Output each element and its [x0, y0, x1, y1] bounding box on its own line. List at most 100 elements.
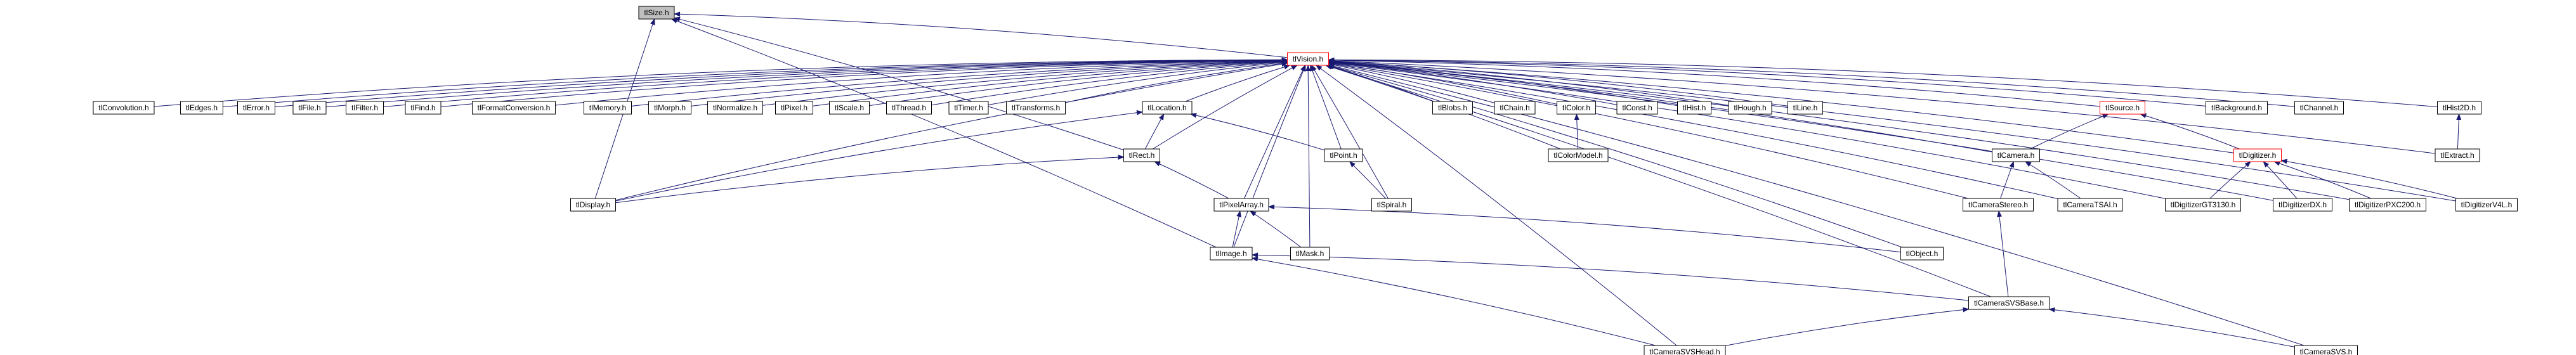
edge-mask-to-vision — [1305, 65, 1311, 248]
node-label-pixel: tlPixel.h — [781, 103, 807, 112]
edge-digitizerdx-to-vision — [1328, 60, 2273, 201]
node-hist2d[interactable]: tlHist2D.h — [2437, 101, 2481, 115]
node-camerasvshead[interactable]: tlCameraSVSHead.h — [1644, 345, 1726, 355]
node-camerasvs[interactable]: tlCameraSVS.h — [2294, 345, 2358, 355]
node-box-location — [1142, 101, 1193, 115]
node-memory[interactable]: tlMemory.h — [584, 101, 632, 115]
node-timer[interactable]: tlTimer.h — [948, 101, 989, 115]
node-point[interactable]: tlPoint.h — [1324, 148, 1363, 162]
edge-image-to-vision — [1233, 65, 1306, 248]
node-line[interactable]: tlLine.h — [1788, 101, 1823, 115]
node-box-extract — [2435, 148, 2480, 162]
edge-camerasvsbase-to-vision — [1325, 64, 1991, 297]
node-find[interactable]: tlFind.h — [405, 101, 441, 115]
edge-pixelarray-to-vision — [1244, 65, 1305, 199]
edge-extract-to-hist2d — [2456, 113, 2462, 150]
node-scale[interactable]: tlScale.h — [829, 101, 870, 115]
node-cameratsai[interactable]: tlCameraTSAI.h — [2057, 198, 2123, 212]
node-spiral[interactable]: tlSpiral.h — [1371, 198, 1412, 212]
node-box-blobs — [1432, 101, 1473, 115]
node-rect[interactable]: tlRect.h — [1123, 148, 1160, 162]
edge-camerastereo-to-camera — [2000, 161, 2015, 199]
node-box-digitizerpxc200 — [2349, 198, 2426, 212]
edge-error-to-vision — [275, 57, 1288, 108]
node-image[interactable]: tlImage.h — [1210, 247, 1253, 261]
node-digitizerv4l[interactable]: tlDigitizerV4L.h — [2455, 198, 2518, 212]
node-box-point — [1324, 148, 1363, 162]
node-hough[interactable]: tlHough.h — [1728, 101, 1772, 115]
node-box-file — [292, 101, 327, 115]
edge-digitizer-to-source — [2140, 113, 2240, 150]
node-box-chain — [1494, 101, 1536, 115]
edge-digitizerdx-to-digitizer — [2263, 161, 2298, 199]
edge-camerasvshead-to-camerasvsbase — [1725, 307, 1970, 346]
node-edges[interactable]: tlEdges.h — [180, 101, 223, 115]
node-source[interactable]: tlSource.h — [2100, 101, 2145, 115]
edge-transforms-to-vision — [1065, 61, 1288, 103]
node-file[interactable]: tlFile.h — [292, 101, 327, 115]
node-box-display — [570, 198, 616, 212]
node-thread[interactable]: tlThread.h — [886, 101, 932, 115]
edge-timer-to-vision — [988, 60, 1288, 105]
node-label-normalize: tlNormalize.h — [713, 103, 757, 112]
node-blobs[interactable]: tlBlobs.h — [1432, 101, 1473, 115]
node-display[interactable]: tlDisplay.h — [570, 198, 616, 212]
node-box-vision — [1287, 52, 1329, 66]
node-digitizerdx[interactable]: tlDigitizerDX.h — [2273, 198, 2332, 212]
edge-pixel-to-vision — [813, 58, 1288, 106]
node-transforms[interactable]: tlTransforms.h — [1006, 101, 1066, 115]
edge-digitizerv4l-to-digitizer — [2280, 158, 2457, 199]
node-box-filter — [346, 101, 384, 115]
edge-display-to-location — [615, 110, 1143, 202]
node-digitizergt3130[interactable]: tlDigitizerGT3130.h — [2165, 198, 2241, 212]
edge-convolution-to-vision — [154, 57, 1288, 107]
node-label-digitizergt3130: tlDigitizerGT3130.h — [2171, 200, 2236, 209]
node-normalize[interactable]: tlNormalize.h — [707, 101, 763, 115]
node-mask[interactable]: tlMask.h — [1290, 247, 1330, 261]
node-formatconversion[interactable]: tlFormatConversion.h — [472, 101, 556, 115]
edge-camerasvsbase-to-image — [1252, 252, 1969, 301]
node-label-memory: tlMemory.h — [589, 103, 626, 112]
node-size[interactable]: tlSize.h — [638, 6, 675, 20]
node-label-size: tlSize.h — [644, 8, 669, 17]
node-label-image: tlImage.h — [1215, 249, 1246, 258]
node-box-object — [1900, 247, 1944, 261]
edge-filter-to-vision — [383, 57, 1288, 107]
node-vision[interactable]: tlVision.h — [1287, 52, 1329, 66]
node-location[interactable]: tlLocation.h — [1142, 101, 1193, 115]
node-camerastereo[interactable]: tlCameraStereo.h — [1963, 198, 2034, 212]
node-colormodel[interactable]: tlColorModel.h — [1548, 148, 1609, 162]
node-color[interactable]: tlColor.h — [1557, 101, 1596, 115]
node-background[interactable]: tlBackground.h — [2206, 101, 2268, 115]
edge-normalize-to-vision — [762, 58, 1288, 106]
node-filter[interactable]: tlFilter.h — [346, 101, 384, 115]
node-label-channel: tlChannel.h — [2300, 103, 2339, 112]
edge-cameratsai-to-camera — [2025, 161, 2081, 199]
node-label-hist: tlHist.h — [1683, 103, 1706, 112]
node-label-rect: tlRect.h — [1129, 151, 1155, 160]
node-box-transforms — [1006, 101, 1066, 115]
node-const[interactable]: tlConst.h — [1616, 101, 1658, 115]
edge-point-to-vision — [1310, 65, 1342, 150]
node-hist[interactable]: tlHist.h — [1677, 101, 1711, 115]
node-morph[interactable]: tlMorph.h — [648, 101, 691, 115]
node-convolution[interactable]: tlConvolution.h — [93, 101, 155, 115]
edge-object-to-vision — [1327, 64, 1902, 248]
node-box-memory — [584, 101, 632, 115]
node-pixel[interactable]: tlPixel.h — [775, 101, 813, 115]
edge-digitizerv4l-to-vision — [1328, 59, 2456, 202]
node-extract[interactable]: tlExtract.h — [2435, 148, 2480, 162]
node-chain[interactable]: tlChain.h — [1494, 101, 1536, 115]
node-object[interactable]: tlObject.h — [1900, 247, 1944, 261]
node-digitizer[interactable]: tlDigitizer.h — [2233, 148, 2282, 162]
node-pixelarray[interactable]: tlPixelArray.h — [1213, 198, 1269, 212]
node-channel[interactable]: tlChannel.h — [2294, 101, 2344, 115]
node-error[interactable]: tlError.h — [237, 101, 275, 115]
node-camera[interactable]: tlCamera.h — [1992, 148, 2040, 162]
edge-file-to-vision — [325, 57, 1288, 108]
node-label-convolution: tlConvolution.h — [98, 103, 148, 112]
node-box-pixelarray — [1213, 198, 1269, 212]
node-digitizerpxc200[interactable]: tlDigitizerPXC200.h — [2349, 198, 2426, 212]
node-camerasvsbase[interactable]: tlCameraSVSBase.h — [1968, 296, 2050, 310]
edge-display-to-vision — [615, 61, 1288, 201]
